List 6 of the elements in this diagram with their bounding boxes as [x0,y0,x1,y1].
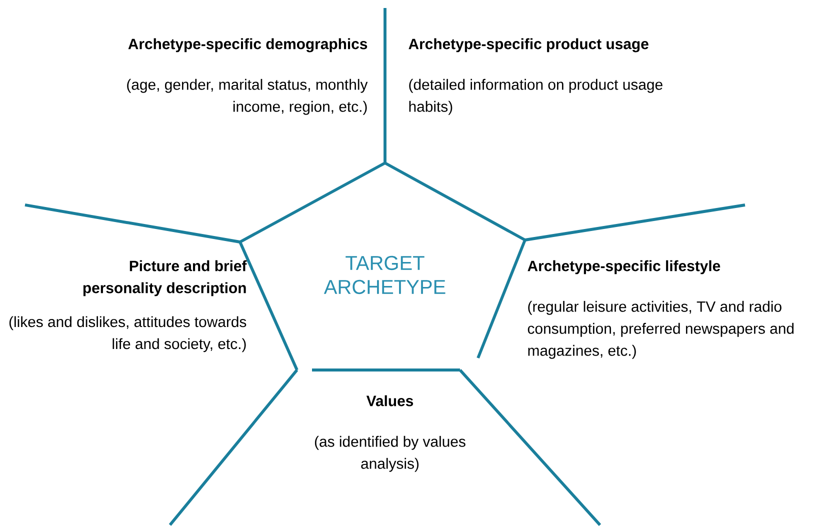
segment-text: Archetype-specific product usage (detailed information on product usage habits) [408,38,662,115]
segment-text: Values (as identified by values analysis) [314,395,466,472]
segment-text: Archetype-specific demographics (age, gender, marital status, monthly income, region, etc.) [127,38,368,115]
segment-text: Picture and brief personality description (likes and dislikes, attitudes towards life and society, etc.) [9,260,247,352]
center-label: TARGET ARCHETYPE [324,256,446,294]
segment-text: Archetype-specific lifestyle (regular leisure activities, TV and radio consumption, preferred newspapers and magazines, etc.) [528,260,794,359]
